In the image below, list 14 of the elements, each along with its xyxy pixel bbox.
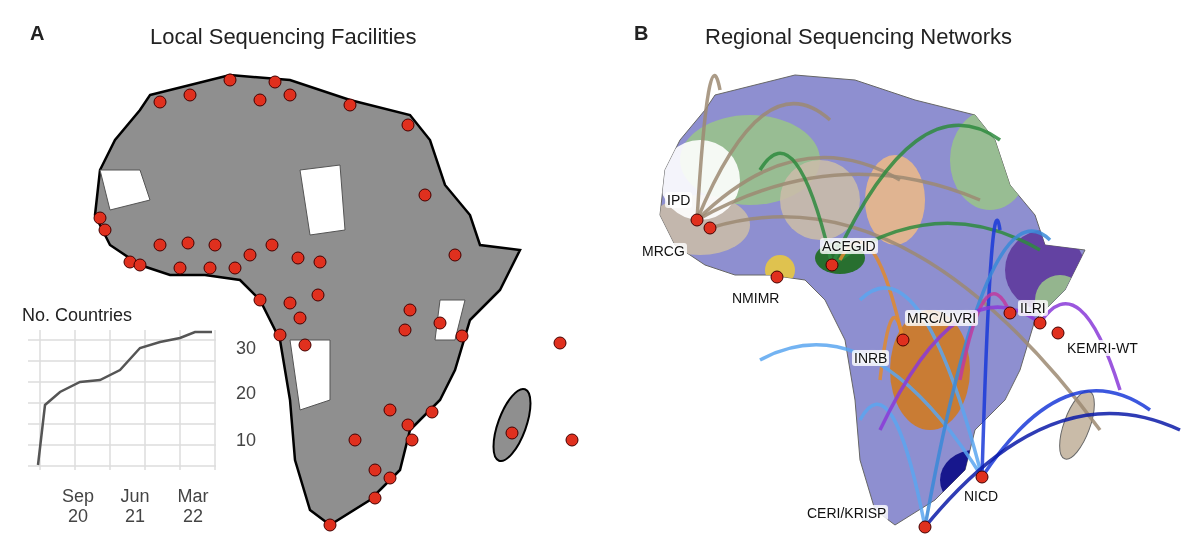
chart-title: No. Countries [22, 305, 133, 326]
panel-letter: A [30, 22, 45, 45]
axis-tick: 30 [236, 338, 257, 359]
site-label: IPD [665, 192, 693, 208]
axis-tick: Mar 22 [176, 486, 210, 526]
panel-title: Local Sequencing Facilities [150, 24, 417, 50]
site-label: ILRI [1018, 300, 1048, 316]
site-label: CERI/KRISP [805, 505, 889, 521]
axis-tick: 20 [236, 383, 257, 404]
axis-tick: Sep 20 [61, 486, 95, 526]
axis-tick: 10 [236, 430, 257, 451]
axis-tick: Jun 21 [119, 486, 151, 526]
panel-title: Regional Sequencing Networks [705, 24, 1012, 50]
panel-letter: B [634, 22, 649, 45]
